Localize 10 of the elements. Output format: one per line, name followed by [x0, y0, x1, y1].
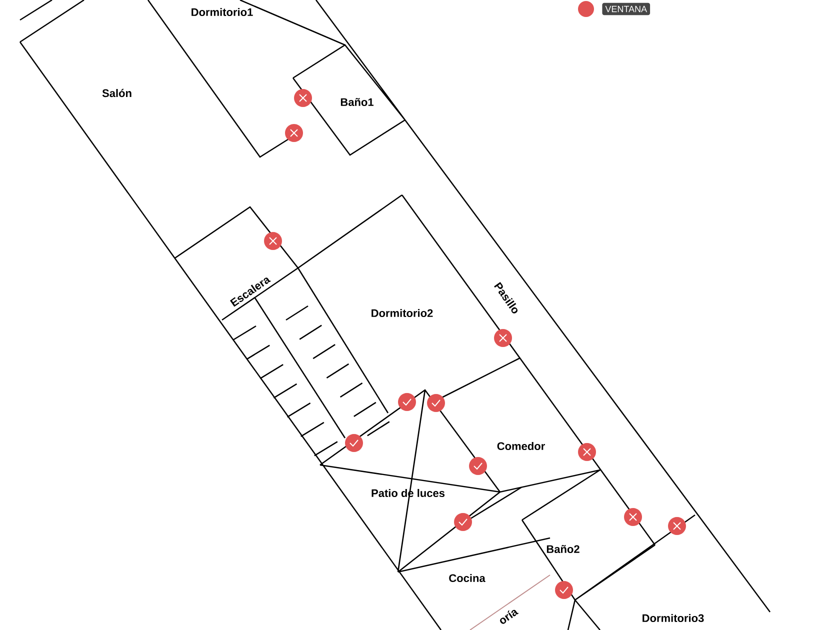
legend-badge: VENTANA: [602, 2, 650, 16]
room-label: Dormitorio2: [372, 308, 433, 318]
room-label: Dormitorio1: [192, 8, 253, 16]
room-label: Comedor: [497, 442, 545, 450]
room-label: oría: [500, 610, 519, 624]
room-label: Baño2: [546, 545, 580, 554]
room-label: Cocina: [449, 574, 486, 582]
room-label: Baño1: [340, 98, 374, 106]
room-label: Dormitorio3: [642, 614, 704, 622]
room-label: Salón: [102, 88, 132, 98]
